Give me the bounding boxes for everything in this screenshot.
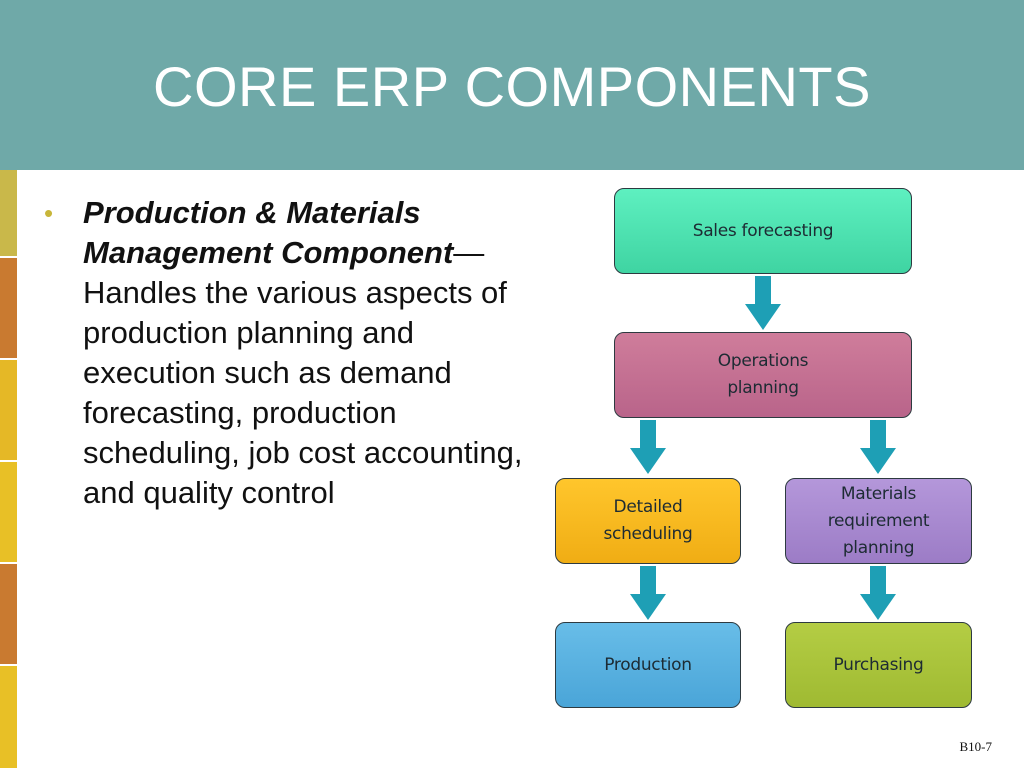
node-operations-planning: Operations planning <box>614 332 912 418</box>
production-flow-diagram: Sales forecasting Operations planning De… <box>553 186 975 711</box>
node-production: Production <box>555 622 741 708</box>
strip-divider <box>0 664 17 666</box>
strip-divider <box>0 562 17 564</box>
node-label: Materials requirement planning <box>827 483 930 558</box>
strip-segment <box>0 462 17 562</box>
strip-divider <box>0 256 17 258</box>
bullet-text: Production & Materials Management Compon… <box>83 193 533 513</box>
strip-segment <box>0 666 17 768</box>
strip-divider <box>0 460 17 462</box>
arrow-down-icon <box>630 420 666 474</box>
strip-segment <box>0 564 17 664</box>
node-label: Production <box>604 654 692 675</box>
node-sales-forecasting: Sales forecasting <box>614 188 912 274</box>
strip-segment <box>0 170 17 256</box>
node-label: Sales forecasting <box>692 220 834 241</box>
slide-title: CORE ERP COMPONENTS <box>153 55 871 118</box>
strip-segment <box>0 258 17 358</box>
slide-number: B10-7 <box>959 739 993 754</box>
strip-segment <box>0 360 17 460</box>
node-label: Detailed scheduling <box>603 497 693 544</box>
side-color-strip <box>0 170 17 768</box>
title-bar: CORE ERP COMPONENTS <box>0 0 1024 170</box>
strip-divider <box>0 358 17 360</box>
node-label: Purchasing <box>833 654 924 675</box>
bullet-emphasis: Production & Materials Management Compon… <box>83 195 454 270</box>
arrow-down-icon <box>630 566 666 620</box>
node-detailed-scheduling: Detailed scheduling <box>555 478 741 564</box>
node-materials-requirement-planning: Materials requirement planning <box>785 478 972 564</box>
arrow-down-icon <box>860 420 896 474</box>
bullet-marker: • <box>44 198 54 228</box>
node-label: Operations planning <box>717 351 809 398</box>
node-purchasing: Purchasing <box>785 622 972 708</box>
arrow-down-icon <box>745 276 781 330</box>
bullet-description: —Handles the various aspects of producti… <box>83 235 523 510</box>
arrow-down-icon <box>860 566 896 620</box>
